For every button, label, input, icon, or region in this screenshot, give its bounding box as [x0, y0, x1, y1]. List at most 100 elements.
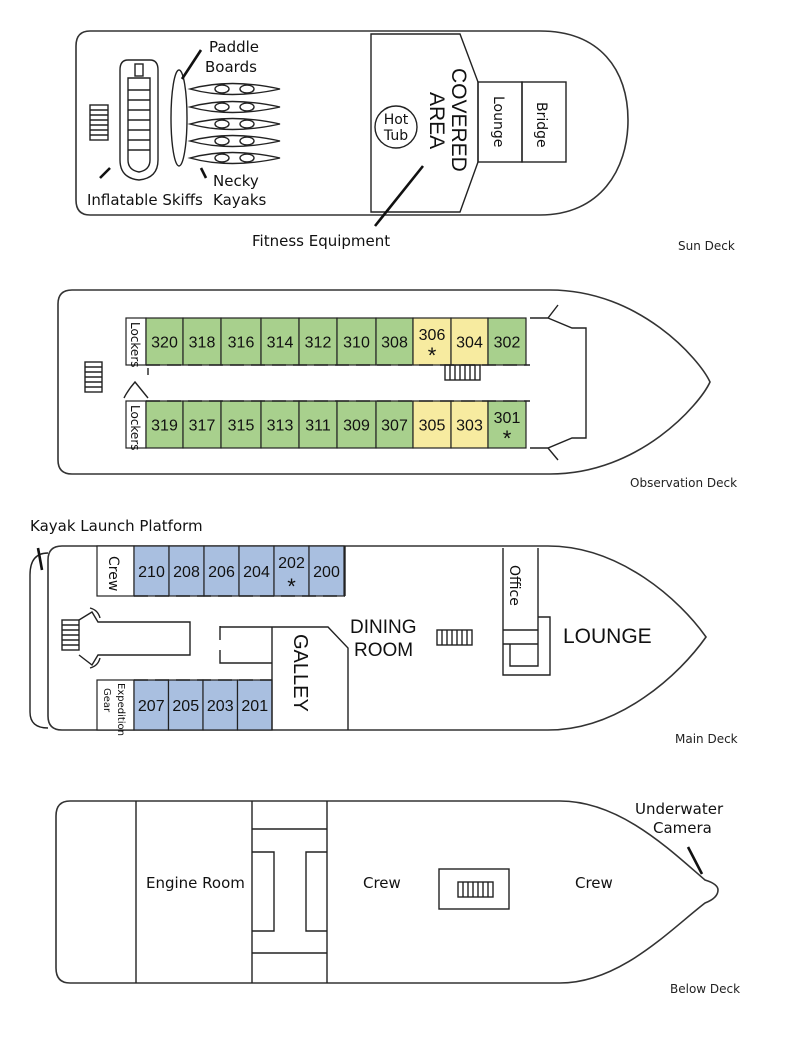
stairs-icon — [457, 881, 494, 898]
cabin-307[interactable]: 307 — [375, 400, 414, 449]
stairs-icon — [436, 629, 473, 646]
lockers-label-top: Lockers — [128, 322, 142, 368]
cabin-204[interactable]: 204 — [238, 545, 275, 597]
cabin-box[interactable] — [220, 400, 262, 449]
cabin-number: 317 — [189, 418, 216, 435]
cabin-206[interactable]: 206 — [203, 545, 240, 597]
cabin-number: 208 — [173, 564, 200, 581]
cabin-200[interactable]: 200 — [308, 545, 345, 597]
cabin-box[interactable] — [336, 400, 377, 449]
hot-tub-label-1: Hot — [384, 112, 409, 128]
crew-label-2: Crew — [575, 874, 613, 892]
cabin-202[interactable]: 202* — [273, 545, 310, 599]
asterisk-icon: * — [428, 343, 437, 368]
kayak-pointer — [199, 167, 208, 179]
cabin-305[interactable]: 305 — [412, 400, 452, 449]
galley-label: GALLEY — [289, 634, 311, 712]
covered-area-label-2: AREA — [425, 92, 448, 149]
galley-room — [271, 626, 349, 730]
cabin-308[interactable]: 308 — [375, 317, 414, 366]
cabin-311[interactable]: 311 — [298, 400, 338, 449]
lounge-label: LOUNGE — [563, 625, 652, 648]
deck-name-observation: Observation Deck — [630, 476, 737, 490]
cabin-306[interactable]: 306* — [412, 317, 452, 368]
cabin-box[interactable] — [487, 400, 527, 449]
cabin-number: 318 — [189, 335, 216, 352]
cabin-box[interactable] — [202, 679, 239, 731]
office-stair-block — [502, 548, 551, 676]
camera-label-2: Camera — [653, 819, 712, 837]
cabin-number: 202 — [278, 555, 305, 572]
cabin-201[interactable]: 201 — [236, 679, 273, 731]
cabin-320[interactable]: 320 — [145, 317, 184, 366]
cabin-box[interactable] — [145, 317, 184, 366]
cabin-number: 319 — [151, 418, 178, 435]
cabin-303[interactable]: 303 — [450, 400, 489, 449]
cabin-314[interactable]: 314 — [260, 317, 300, 366]
cabin-number: 313 — [267, 418, 294, 435]
cabin-309[interactable]: 309 — [336, 400, 377, 449]
inflatable-skiff-icon — [119, 59, 159, 181]
paddle-boards-label-2: Boards — [205, 58, 257, 76]
cabin-box[interactable] — [238, 545, 275, 597]
lockers-label-bottom: Lockers — [128, 405, 142, 451]
main-deck-hull — [47, 545, 707, 731]
office-label: Office — [506, 565, 522, 606]
cabin-301[interactable]: 301* — [487, 400, 527, 451]
cabin-number: 311 — [305, 418, 331, 435]
cabin-203[interactable]: 203 — [202, 679, 239, 731]
cabin-box[interactable] — [236, 679, 273, 731]
cabin-number: 306 — [419, 327, 446, 344]
cabin-205[interactable]: 205 — [167, 679, 204, 731]
cabin-304[interactable]: 304 — [450, 317, 489, 366]
cabin-box[interactable] — [182, 400, 222, 449]
cabin-207[interactable]: 207 — [133, 679, 170, 731]
cabin-number: 204 — [243, 564, 270, 581]
cabin-319[interactable]: 319 — [145, 400, 184, 449]
deck-name-sun: Sun Deck — [678, 239, 735, 253]
cabin-box[interactable] — [145, 400, 184, 449]
necky-kayaks-label-1: Necky — [213, 172, 259, 190]
deck-name-main: Main Deck — [675, 732, 738, 746]
cabin-310[interactable]: 310 — [336, 317, 377, 366]
paddle-board-icon — [170, 69, 188, 167]
cabin-302[interactable]: 302 — [487, 317, 527, 366]
forward-bulkhead — [530, 304, 587, 461]
camera-pointer — [686, 846, 704, 875]
cabin-313[interactable]: 313 — [260, 400, 300, 449]
door-icon — [123, 368, 149, 399]
cabin-box[interactable] — [375, 400, 414, 449]
expedition-gear-label-1: Expedition — [115, 683, 126, 736]
sun-deck: Paddle Boards Necky Kayaks Inflatable Sk… — [75, 30, 735, 253]
camera-label-1: Underwater — [635, 800, 724, 818]
cabin-318[interactable]: 318 — [182, 317, 222, 366]
cabin-312[interactable]: 312 — [298, 317, 338, 366]
cabin-box[interactable] — [298, 317, 338, 366]
dining-room-label-2: ROOM — [354, 640, 413, 661]
cabin-317[interactable]: 317 — [182, 400, 222, 449]
asterisk-icon: * — [503, 426, 512, 451]
bridge-room — [521, 81, 567, 163]
dining-room-label-1: DINING — [350, 617, 417, 638]
expedition-gear-label-2: Gear — [101, 688, 112, 713]
kayak-launch-label: Kayak Launch Platform — [30, 517, 203, 535]
stairs-icon — [61, 619, 80, 651]
engine-room-label: Engine Room — [146, 874, 245, 892]
cabin-number: 304 — [456, 335, 483, 352]
cabin-box[interactable] — [450, 400, 489, 449]
cabin-210[interactable]: 210 — [133, 545, 170, 597]
cabin-number: 302 — [494, 335, 521, 352]
cabin-box[interactable] — [260, 317, 300, 366]
necky-kayaks-label-2: Kayaks — [213, 191, 267, 209]
cabin-315[interactable]: 315 — [220, 400, 262, 449]
deck-name-below: Below Deck — [670, 982, 740, 996]
cabin-box[interactable] — [133, 679, 170, 731]
cabin-208[interactable]: 208 — [168, 545, 205, 597]
cabin-number: 205 — [172, 698, 199, 715]
cabin-316[interactable]: 316 — [220, 317, 262, 366]
cabin-box[interactable] — [182, 317, 222, 366]
